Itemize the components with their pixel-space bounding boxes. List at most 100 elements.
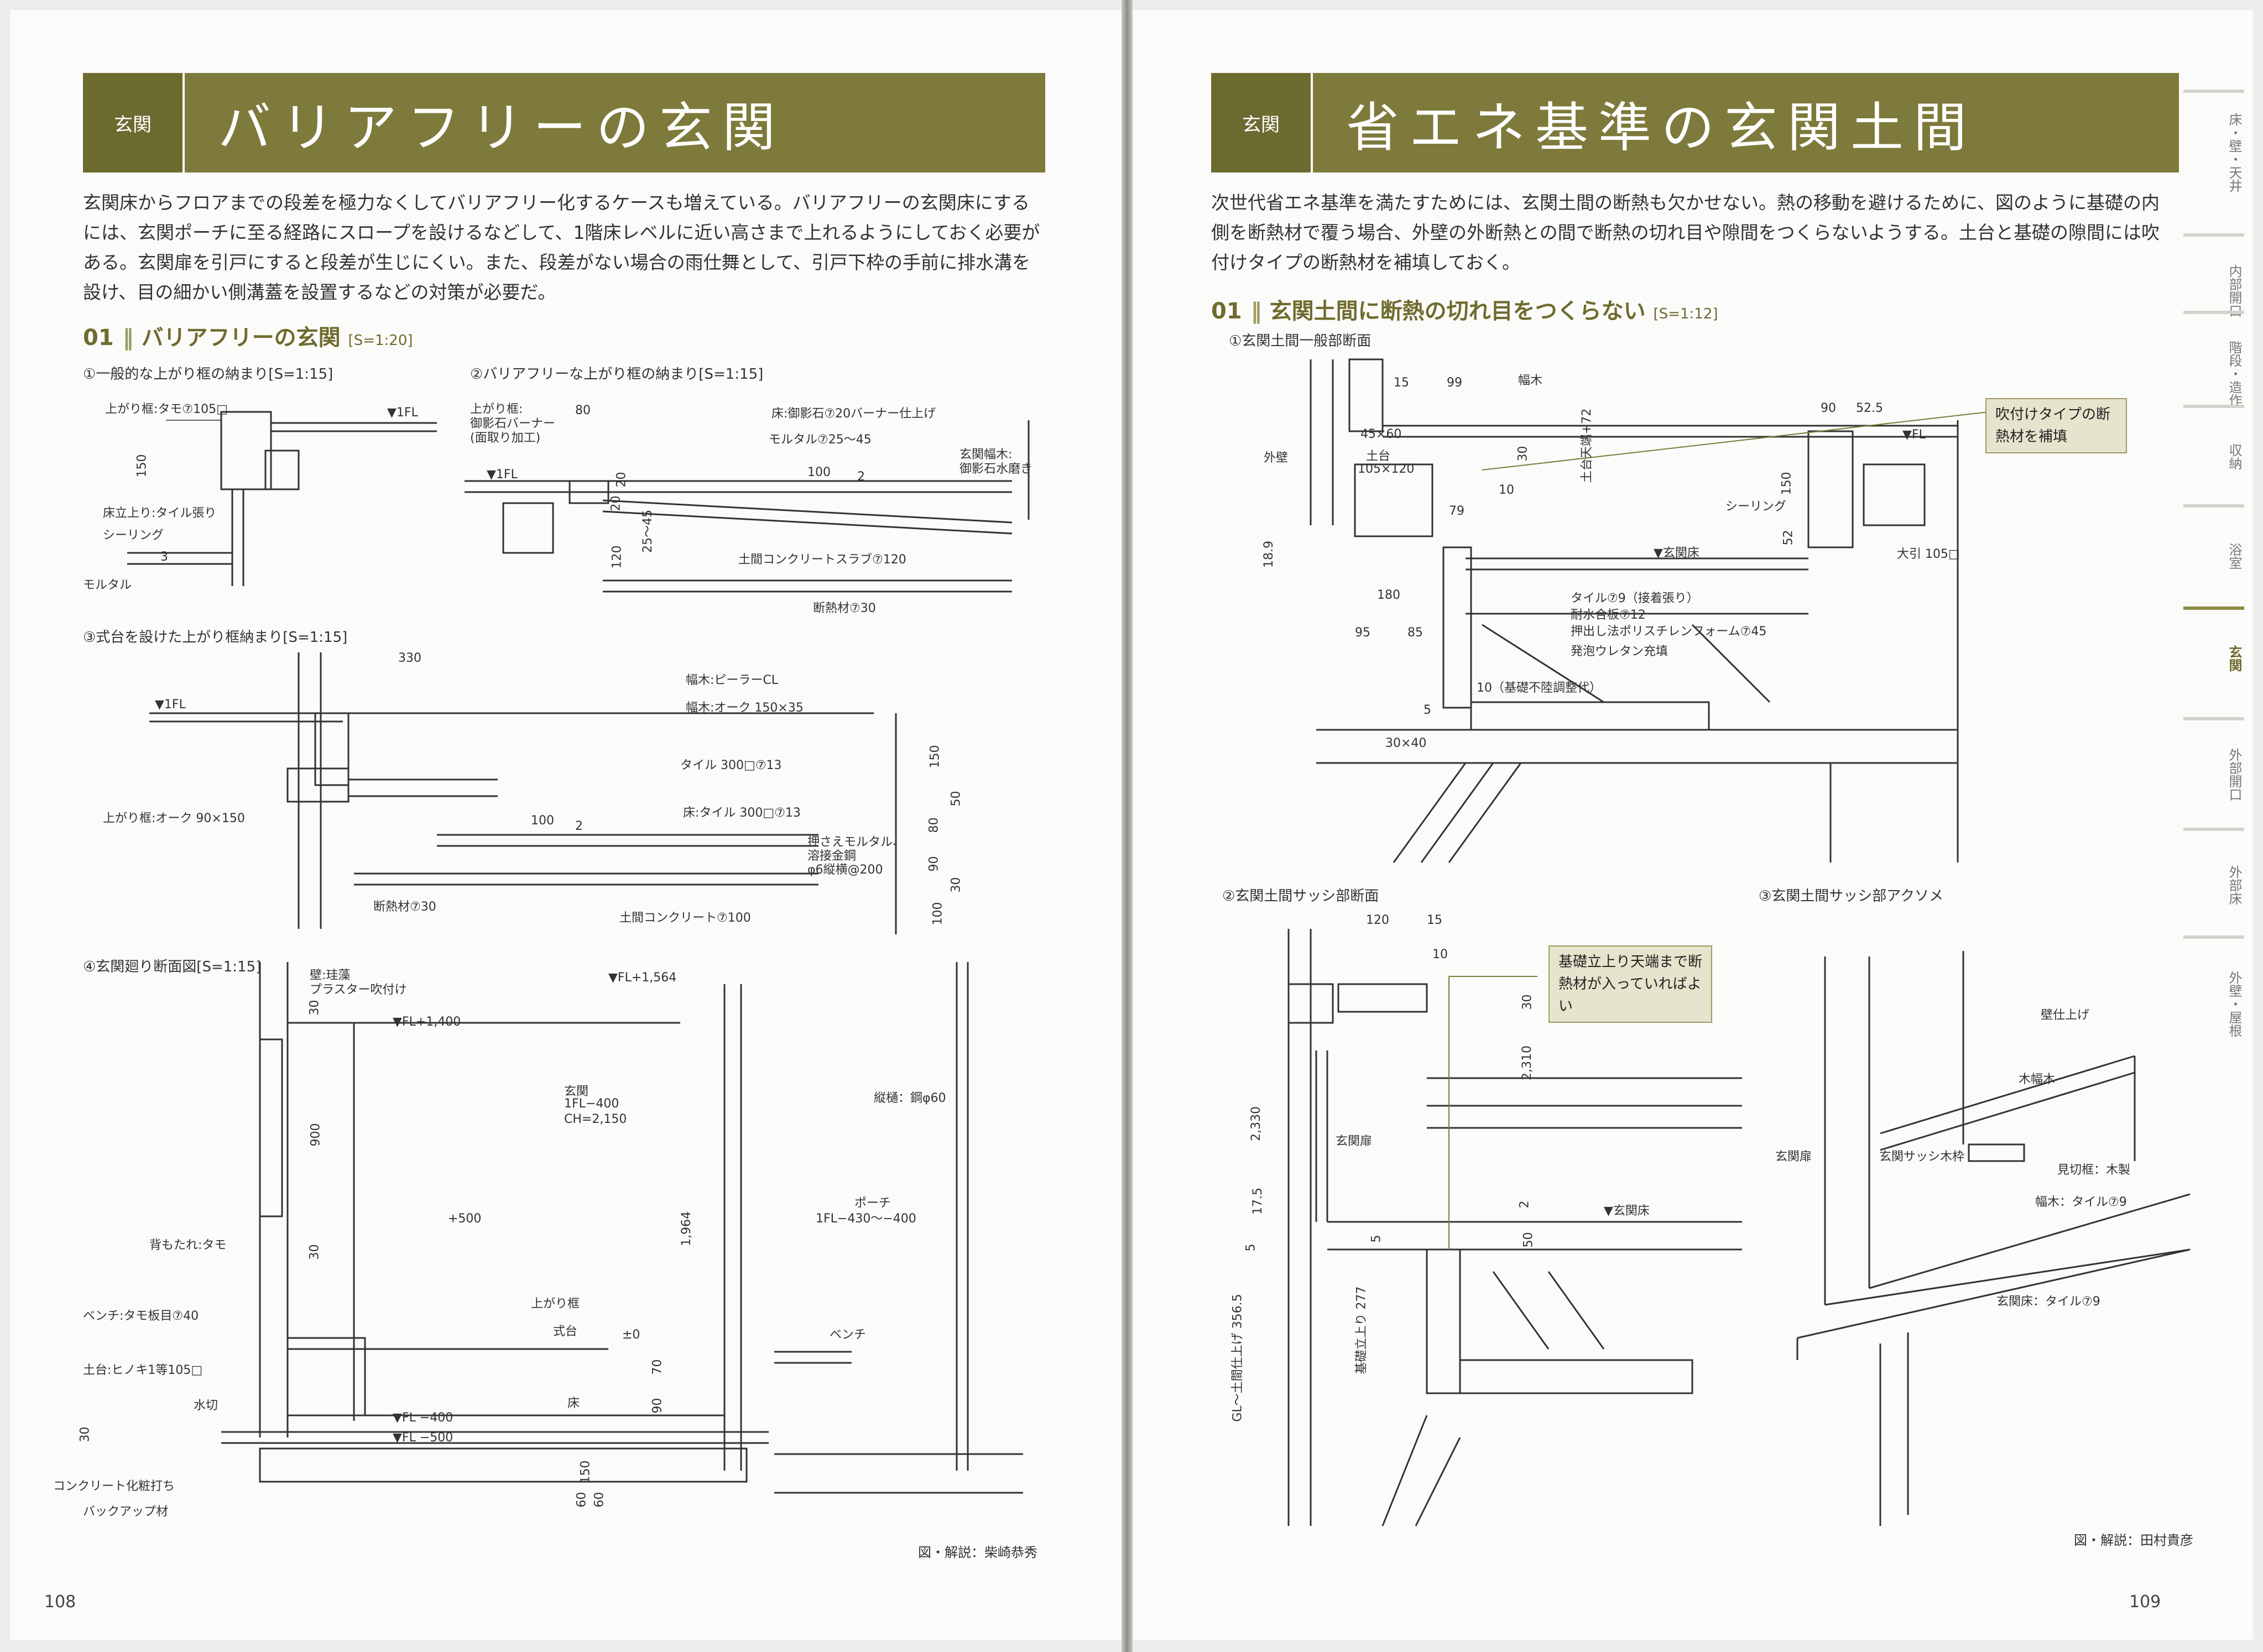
r-fig3-label-3: 玄関サッシ木枠 [1879, 1150, 1965, 1164]
r-fig2-label-8: 2 [1518, 1200, 1532, 1209]
fig2-label-8: 100 [807, 466, 831, 479]
side-tab-stairs-fixtures[interactable]: 階段・造作 [2183, 311, 2244, 424]
r-fig1-label-20: 180 [1377, 588, 1400, 602]
right-section-scale: [S=1:12] [1653, 306, 1718, 322]
fig4-label-19: ±0 [622, 1328, 640, 1342]
fig4-left-caption: ④玄関廻り断面図[S=1:15] [83, 959, 262, 975]
fig4-label-0: 壁:珪藻 [310, 969, 351, 982]
r-fig1-label-26: 発泡ウレタン充填 [1571, 645, 1668, 658]
fig1-label-4: 3 [160, 550, 168, 564]
fig3-right-caption: ③玄関土間サッシ部アクソメ [1759, 888, 1944, 905]
r-fig1-label-5: 土台 [1366, 449, 1391, 463]
right-category-tag: 玄関 [1211, 73, 1313, 172]
fig4-label-18: 式台 [553, 1325, 578, 1339]
left-section-scale: [S=1:20] [348, 332, 413, 349]
fig2-label-15: 土間コンクリートスラブ⑦120 [738, 553, 906, 567]
left-section-heading: 01‖ バリアフリーの玄関 [S=1:20] [83, 325, 413, 351]
fig3-label-9: 押さえモルタル、 [807, 835, 905, 849]
fig4-label-24: 水切 [194, 1399, 218, 1413]
r-fig1-label-15: シーリング [1725, 500, 1787, 514]
right-credit: 図・解説：田村貴彦 [2074, 1533, 2193, 1548]
fig1-right-note: 吹付けタイプの断熱材を補填 [1985, 398, 2127, 453]
r-fig1-label-11: 90 [1821, 401, 1836, 415]
fig3-label-3: ▼1FL [155, 698, 186, 712]
fig3-label-4: タイル 300□⑦13 [680, 759, 782, 772]
fig2-label-9: 2 [857, 470, 865, 484]
fig4-label-26: ▼FL −400 [393, 1411, 453, 1425]
r-fig2-label-3: 30 [1520, 994, 1535, 1010]
r-fig2-label-6: 玄関扉 [1336, 1135, 1373, 1148]
r-fig3-label-1: 木幅木 [2019, 1073, 2056, 1086]
r-fig1-label-27: 10（基礎不陸調整代） [1477, 681, 1602, 695]
r-fig1-label-6: 105×120 [1358, 462, 1415, 476]
fig4-label-16: ベンチ:タモ板目⑦40 [83, 1309, 199, 1323]
right-section-number: 01 [1211, 299, 1242, 324]
r-fig1-label-29: 30×40 [1385, 736, 1427, 750]
r-fig1-label-24: 耐水合板⑦12 [1571, 608, 1646, 622]
fig3-label-8: 床:タイル 300□⑦13 [683, 806, 801, 820]
r-fig1-label-14: 150 [1780, 472, 1794, 495]
r-fig1-label-23: タイル⑦9（接着張り） [1571, 592, 1699, 605]
fig3-label-11: φ6縦横@200 [807, 863, 883, 877]
r-fig1-label-28: 5 [1423, 703, 1431, 717]
r-fig1-label-8: 10 [1499, 483, 1514, 497]
fig3-label-2: 幅木:オーク 150×35 [686, 701, 804, 715]
r-fig2-label-12: 5 [1369, 1235, 1384, 1243]
left-page-title: バリアフリーの玄関 [218, 96, 785, 159]
fig4-label-27: ▼FL −500 [393, 1431, 453, 1445]
left-page [10, 10, 1122, 1640]
fig2-label-0: 上がり框: [470, 402, 523, 416]
fig4-label-30: コンクリート化粧打ち [53, 1480, 175, 1493]
left-category-tag: 玄関 [83, 73, 185, 172]
r-fig1-label-12: 52.5 [1856, 401, 1883, 415]
fig4-label-10: ポーチ [854, 1196, 891, 1210]
r-fig1-label-13: ▼FL [1902, 428, 1926, 442]
r-fig2-label-13: GL～土間仕上げ 356.5 [1230, 1294, 1245, 1422]
fig3-label-13: 土間コンクリート⑦100 [619, 911, 751, 925]
fig4-label-12: +500 [448, 1212, 482, 1226]
r-fig1-label-17: ▼玄関床 [1654, 546, 1699, 560]
right-section-heading: 01‖ 玄関土間に断熱の切れ目をつくらない [S=1:12] [1211, 299, 1718, 324]
side-tab-exterior-floor[interactable]: 外部床 [2183, 828, 2244, 929]
fig4-label-17: 上がり框 [531, 1297, 580, 1311]
side-tab-exterior-wall-roof[interactable]: 外壁・屋根 [2183, 935, 2244, 1059]
fig1-label-3: シーリング [103, 529, 164, 542]
r-fig2-label-9: ▼玄関床 [1604, 1204, 1650, 1218]
left-section-number: 01 [83, 325, 114, 351]
left-section-title: バリアフリーの玄関 [141, 325, 341, 351]
right-intro-text: 次世代省エネ基準を満たすためには、玄関土間の断熱も欠かせない。熱の移動を避けるた… [1211, 192, 2160, 273]
r-fig3-label-5: 幅木：タイル⑦9 [2035, 1195, 2127, 1209]
r-fig2-label-14: 基礎立上り 277 [1354, 1286, 1369, 1374]
side-tab-exterior-openings[interactable]: 外部開口 [2183, 717, 2244, 819]
right-page-number: 109 [2129, 1592, 2161, 1612]
fig3-label-7: 2 [575, 819, 583, 833]
r-fig2-label-2: 10 [1432, 948, 1448, 961]
r-fig2-label-11: 5 [1244, 1243, 1258, 1252]
fig3-label-5: 上がり框:オーク 90×150 [103, 812, 245, 825]
fig4-label-20: ベンチ [830, 1328, 867, 1342]
r-fig1-label-10: 土台天端+72 [1580, 408, 1594, 483]
side-tab-storage[interactable]: 収納 [2183, 405, 2244, 495]
r-fig1-label-21: 95 [1355, 626, 1370, 640]
r-fig1-label-7: 30 [1516, 446, 1530, 462]
r-fig1-label-4: 45×60 [1360, 427, 1402, 441]
side-index-tabs: 床・壁・天井 内部開口 階段・造作 収納 浴室 玄関 外部開口 外部床 外壁・屋… [2183, 73, 2250, 1632]
side-tab-floor-wall-ceiling[interactable]: 床・壁・天井 [2183, 90, 2244, 202]
r-fig1-label-3: 外壁 [1264, 451, 1289, 465]
side-tab-entrance[interactable]: 玄関 [2183, 607, 2244, 697]
r-fig3-label-6: 玄関床：タイル⑦9 [1996, 1295, 2100, 1309]
fig4-label-23: 床 [567, 1397, 580, 1410]
fig1-label-6: ▼1FL [387, 406, 418, 420]
fig4-label-5: 玄関 [564, 1085, 589, 1099]
side-tab-bathroom[interactable]: 浴室 [2183, 504, 2244, 595]
side-tab-interior-openings[interactable]: 内部開口 [2183, 233, 2244, 335]
fig1-label-0: 上がり框:タモ⑦105□ [105, 402, 228, 416]
r-fig1-label-18: 大引 105□ [1897, 547, 1960, 561]
r-fig2-label-10: 50 [1521, 1232, 1536, 1248]
left-intro-text: 玄関床からフロアまでの段差を極力なくしてバリアフリー化するケースも増えている。バ… [83, 192, 1040, 303]
left-page-number: 108 [44, 1592, 76, 1612]
r-fig1-label-19: 18.9 [1261, 541, 1276, 568]
fig4-label-2: ▼FL+1,564 [608, 971, 677, 985]
r-fig2-label-0: 120 [1366, 913, 1389, 927]
